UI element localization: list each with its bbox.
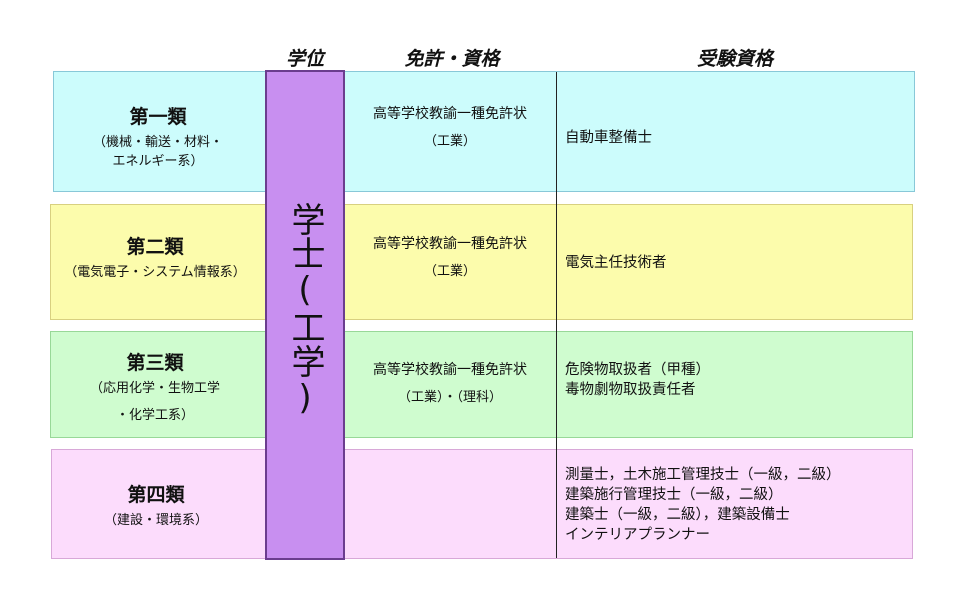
header-license: 免許・資格 bbox=[404, 48, 500, 70]
row-2-background bbox=[50, 204, 913, 320]
header-qualification: 受験資格 bbox=[696, 48, 774, 70]
row-3-background bbox=[50, 331, 913, 438]
category-3: 第三類 （応用化学・生物工学 ・化学工系） bbox=[50, 348, 260, 425]
category-1-subtitle-line-1: （機械・輸送・材料・ bbox=[92, 135, 223, 150]
column-divider bbox=[556, 72, 557, 558]
category-2-title: 第二類 bbox=[126, 236, 184, 258]
license-1-line-2: （工業） bbox=[423, 134, 476, 149]
license-2: 高等学校教諭一種免許状 （工業） bbox=[345, 234, 555, 282]
category-1-subtitle-line-2: エネルギー系） bbox=[112, 154, 204, 169]
license-3-line-2: （工業）・（理科） bbox=[397, 390, 502, 405]
degree-label: 学士(工学) bbox=[285, 202, 325, 418]
license-2-line-2: （工業） bbox=[423, 264, 476, 279]
category-4: 第四類 （建設・環境系） bbox=[51, 480, 261, 530]
category-2-subtitle: （電気電子・システム情報系） bbox=[50, 263, 260, 282]
category-2: 第二類 （電気電子・システム情報系） bbox=[50, 232, 260, 282]
license-1: 高等学校教諭一種免許状 （工業） bbox=[345, 104, 555, 152]
category-1-title: 第一類 bbox=[129, 106, 187, 128]
row-4-background bbox=[51, 449, 913, 559]
category-4-subtitle-line-1: （建設・環境系） bbox=[103, 513, 208, 528]
qualification-1: 自動車整備士 bbox=[565, 130, 652, 146]
degree-bar: 学士(工学) bbox=[265, 70, 345, 560]
category-3-subtitle-line-1: （応用化学・生物工学 bbox=[89, 381, 220, 396]
license-3: 高等学校教諭一種免許状 （工業）・（理科） bbox=[345, 360, 555, 408]
category-3-subtitle: （応用化学・生物工学 ・化学工系） bbox=[50, 379, 260, 425]
category-1: 第一類 （機械・輸送・材料・ エネルギー系） bbox=[53, 102, 263, 171]
qualification-2: 電気主任技術者 bbox=[565, 255, 667, 271]
category-3-subtitle-line-2: ・化学工系） bbox=[115, 408, 194, 423]
qualification-3: 危険物取扱者（甲種） 毒物劇物取扱責任者 bbox=[565, 362, 710, 398]
license-3-line-1: 高等学校教諭一種免許状 bbox=[373, 362, 527, 378]
row-1-background bbox=[53, 71, 915, 192]
category-2-subtitle-line-1: （電気電子・システム情報系） bbox=[64, 265, 246, 280]
license-1-line-1: 高等学校教諭一種免許状 bbox=[373, 106, 527, 122]
category-3-title: 第三類 bbox=[126, 352, 184, 374]
category-4-title: 第四類 bbox=[127, 484, 185, 506]
header-degree: 学位 bbox=[285, 48, 325, 70]
category-4-subtitle: （建設・環境系） bbox=[51, 511, 261, 530]
category-1-subtitle: （機械・輸送・材料・ エネルギー系） bbox=[53, 133, 263, 171]
license-2-line-1: 高等学校教諭一種免許状 bbox=[373, 236, 527, 252]
qualification-4: 測量士，土木施工管理技士（一級，二級） 建築施行管理技士（一級，二級） 建築士（… bbox=[565, 467, 841, 543]
